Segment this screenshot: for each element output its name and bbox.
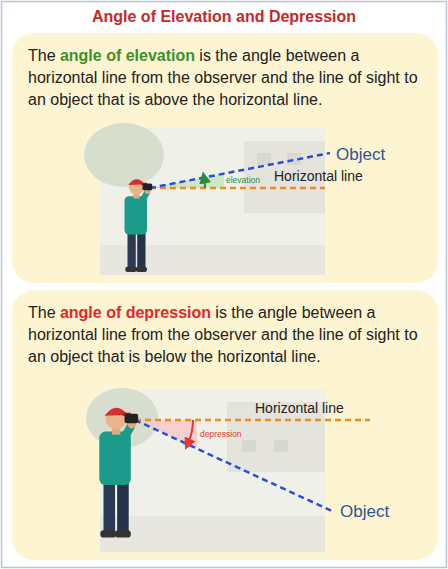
term-highlight: angle of depression xyxy=(60,304,211,321)
label-anchor: Horizontal line xyxy=(255,400,344,416)
panel-text: Theangle of depressionis the angle betwe… xyxy=(28,302,422,368)
definition-text: The xyxy=(28,47,56,64)
window xyxy=(257,153,271,165)
horizontal-line xyxy=(135,419,370,422)
term-highlight: angle of elevation xyxy=(60,47,195,64)
label-anchor: Object xyxy=(340,502,389,522)
definition-text: The xyxy=(28,304,56,321)
horizontal-line xyxy=(150,187,325,190)
observer-figure xyxy=(125,179,153,272)
label-anchor: depression xyxy=(200,430,242,439)
panel-text: Theangle of elevationis the angle betwee… xyxy=(28,45,422,111)
angle-arc xyxy=(204,178,205,189)
angle-label: elevation xyxy=(226,175,260,185)
label-anchor: Horizontal line xyxy=(274,168,363,184)
object-label: Object xyxy=(336,145,385,164)
info-panel: Theangle of depressionis the angle betwe… xyxy=(12,290,438,560)
object-label: Object xyxy=(340,502,389,521)
angle-arc xyxy=(188,420,193,444)
pavement xyxy=(100,516,325,552)
horizontal-line-label: Horizontal line xyxy=(255,400,344,416)
observer-figure xyxy=(99,408,138,538)
window xyxy=(274,440,288,452)
info-panel: Theangle of elevationis the angle betwee… xyxy=(12,33,438,283)
window xyxy=(242,440,256,452)
label-anchor: Object xyxy=(336,145,385,165)
horizontal-line-label: Horizontal line xyxy=(274,168,363,184)
angle-label: depression xyxy=(200,429,242,439)
line-of-sight xyxy=(135,420,334,512)
label-anchor: elevation xyxy=(226,176,260,185)
page-title: Angle of Elevation and Depression xyxy=(0,7,448,27)
photo-background xyxy=(84,123,325,275)
tree xyxy=(84,123,164,187)
